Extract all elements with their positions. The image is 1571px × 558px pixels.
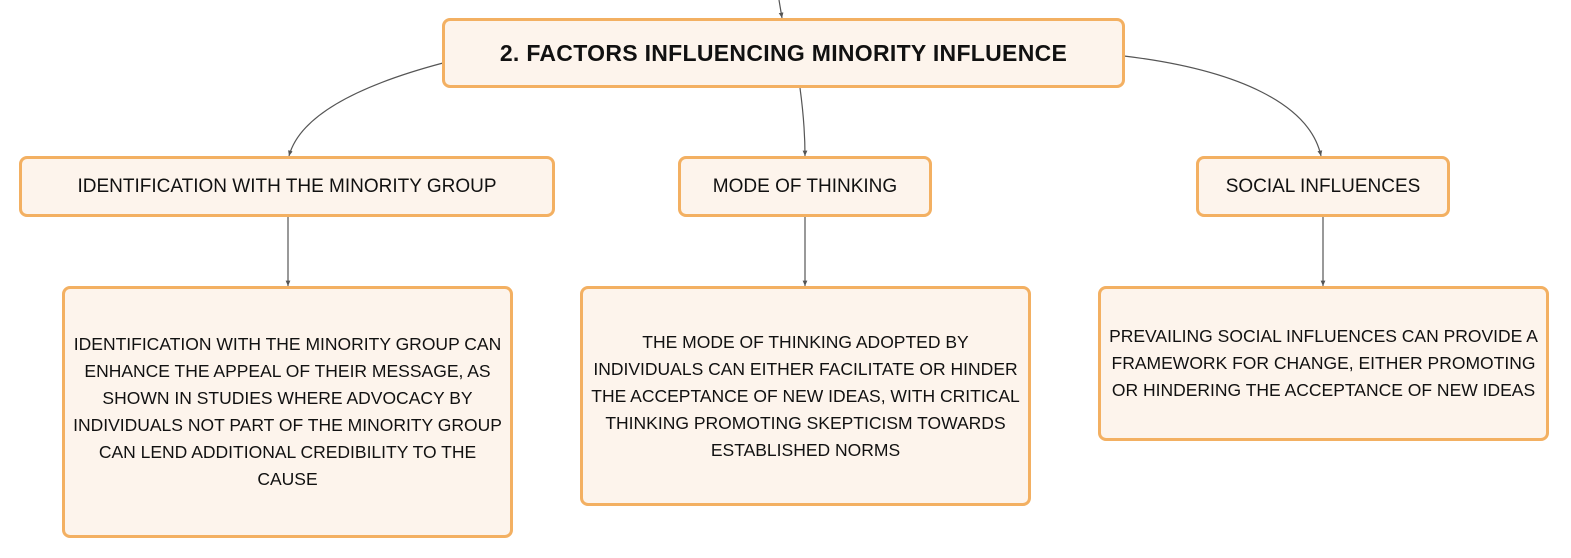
branch-node-label: MODE OF THINKING: [712, 175, 898, 197]
detail-node-text: THE MODE OF THINKING ADOPTED BY INDIVIDU…: [591, 331, 1020, 460]
root-node[interactable]: 2. FACTORS INFLUENCING MINORITY INFLUENC…: [442, 18, 1125, 88]
branch-node-social-influences[interactable]: SOCIAL INFLUENCES: [1196, 156, 1450, 217]
connector-root-to-mode-of-thinking: [799, 87, 808, 157]
branch-node-mode-of-thinking[interactable]: MODE OF THINKING: [678, 156, 932, 217]
detail-node-text: PREVAILING SOCIAL INFLUENCES CAN PROVIDE…: [1109, 326, 1538, 400]
connector-root-to-social-influences: [1123, 55, 1323, 157]
detail-node-mode-of-thinking[interactable]: THE MODE OF THINKING ADOPTED BY INDIVIDU…: [580, 286, 1031, 506]
connector-parent-to-root: [778, 0, 784, 19]
detail-node-text: IDENTIFICATION WITH THE MINORITY GROUP C…: [73, 334, 502, 489]
branch-node-label: IDENTIFICATION WITH THE MINORITY GROUP: [77, 175, 497, 197]
branch-node-identification[interactable]: IDENTIFICATION WITH THE MINORITY GROUP: [19, 156, 555, 217]
branch-node-label: SOCIAL INFLUENCES: [1225, 175, 1421, 197]
detail-node-social-influences[interactable]: PREVAILING SOCIAL INFLUENCES CAN PROVIDE…: [1098, 286, 1549, 441]
detail-node-identification[interactable]: IDENTIFICATION WITH THE MINORITY GROUP C…: [62, 286, 513, 538]
connector-root-to-identification: [288, 62, 444, 157]
root-node-label: 2. FACTORS INFLUENCING MINORITY INFLUENC…: [499, 39, 1068, 66]
